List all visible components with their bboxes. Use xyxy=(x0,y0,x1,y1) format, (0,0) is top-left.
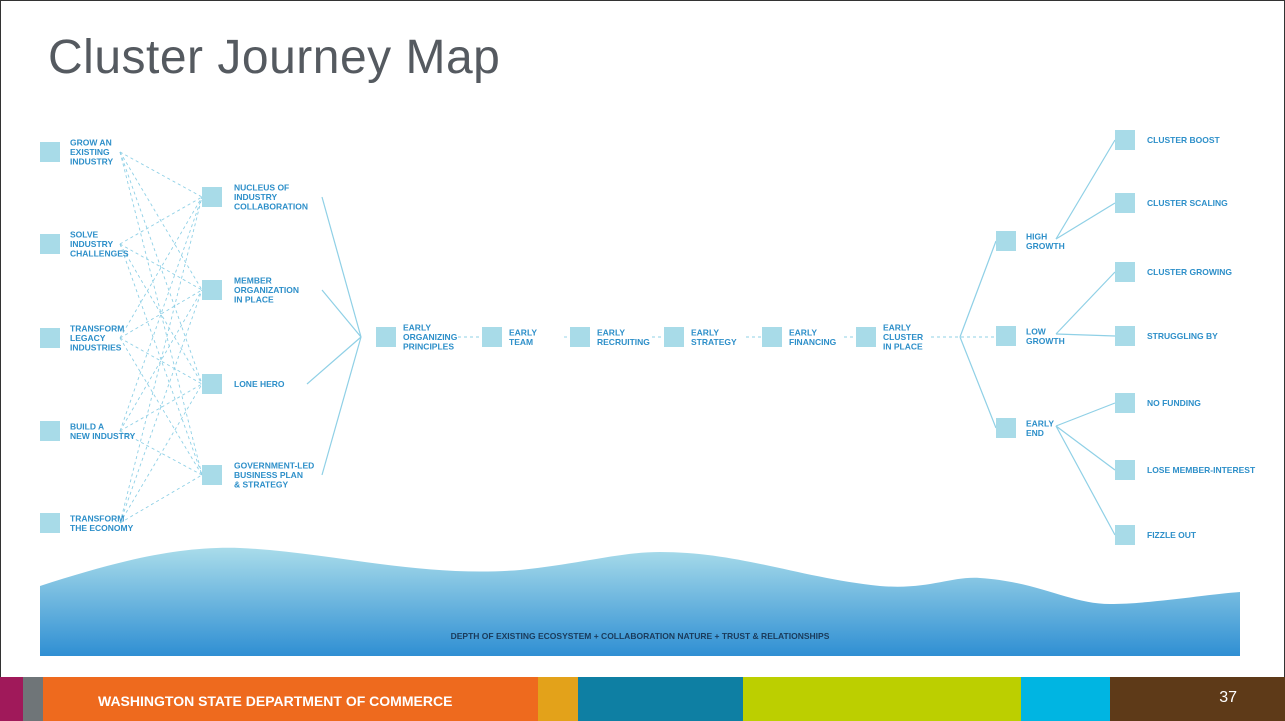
outcome-node-label: CLUSTER BOOST xyxy=(1147,135,1221,145)
edge-origin-to-model xyxy=(119,337,203,385)
growth-node-box xyxy=(996,326,1016,346)
edge-model-to-stage xyxy=(321,289,362,338)
edge-origin-to-model xyxy=(119,289,203,339)
stage-node-box xyxy=(856,327,876,347)
footer-stripe-brown xyxy=(1110,677,1285,721)
footer-org-name: WASHINGTON STATE DEPARTMENT OF COMMERCE xyxy=(98,693,453,709)
edge-origin-to-model xyxy=(119,337,203,476)
growth-node-box xyxy=(996,418,1016,438)
footer-stripe-cyan xyxy=(1021,677,1110,721)
footer-stripe-magenta xyxy=(0,677,23,721)
edge-origin-to-model xyxy=(119,289,203,432)
model-node-label: LONE HERO xyxy=(234,379,285,389)
edge-growth-to-outcome xyxy=(1055,271,1116,335)
stage-node-box xyxy=(376,327,396,347)
water-wave xyxy=(40,547,1240,656)
edge-origin-to-model xyxy=(119,151,203,198)
model-node-box xyxy=(202,465,222,485)
edge-origin-to-model xyxy=(119,383,203,432)
outcome-node-label: NO FUNDING xyxy=(1147,398,1201,408)
model-node-box xyxy=(202,374,222,394)
footer-stripe-lime xyxy=(743,677,1021,721)
footer-stripe-orange xyxy=(43,677,538,721)
edge-junction-to-growth xyxy=(959,240,997,338)
origin-node-box xyxy=(40,142,60,162)
edge-growth-to-outcome xyxy=(1055,425,1116,536)
edge-origin-to-model xyxy=(119,289,203,524)
edge-growth-to-outcome xyxy=(1055,333,1116,337)
edge-model-to-stage xyxy=(306,336,362,385)
stage-node-box xyxy=(482,327,502,347)
growth-node-box xyxy=(996,231,1016,251)
outcome-node-box xyxy=(1115,193,1135,213)
footer-stripe-gray xyxy=(23,677,43,721)
diagram-edges xyxy=(119,139,1116,536)
outcome-node-box xyxy=(1115,525,1135,545)
edge-origin-to-model xyxy=(119,151,203,291)
edge-origin-to-model xyxy=(119,243,203,385)
outcome-node-label: FIZZLE OUT xyxy=(1147,530,1197,540)
edge-origin-to-model xyxy=(119,383,203,524)
stage-node-box xyxy=(762,327,782,347)
origin-node-box xyxy=(40,328,60,348)
edge-growth-to-outcome xyxy=(1055,425,1116,471)
edge-origin-to-model xyxy=(119,151,203,476)
outcome-node-label: CLUSTER SCALING xyxy=(1147,198,1228,208)
model-node-box xyxy=(202,187,222,207)
edge-origin-to-model xyxy=(119,196,203,245)
edge-origin-to-model xyxy=(119,196,203,432)
edge-model-to-stage xyxy=(321,196,362,338)
edge-growth-to-outcome xyxy=(1055,202,1116,240)
edge-origin-to-model xyxy=(119,151,203,385)
outcome-node-label: LOSE MEMBER-INTEREST xyxy=(1147,465,1256,475)
footer-bar: WASHINGTON STATE DEPARTMENT OF COMMERCE … xyxy=(0,677,1285,721)
stage-node-box xyxy=(570,327,590,347)
outcome-node-box xyxy=(1115,130,1135,150)
footer-stripe-teal xyxy=(578,677,743,721)
edge-origin-to-model xyxy=(119,243,203,291)
outcome-node-label: STRUGGLING BY xyxy=(1147,331,1218,341)
origin-node-box xyxy=(40,421,60,441)
edge-growth-to-outcome xyxy=(1055,402,1116,427)
edge-model-to-stage xyxy=(321,336,362,476)
outcome-node-box xyxy=(1115,393,1135,413)
origin-node-box xyxy=(40,234,60,254)
outcome-node-box xyxy=(1115,460,1135,480)
edge-junction-to-growth xyxy=(959,336,997,429)
edge-origin-to-model xyxy=(119,196,203,524)
outcome-node-box xyxy=(1115,262,1135,282)
outcome-node-box xyxy=(1115,326,1135,346)
origin-node-box xyxy=(40,513,60,533)
edge-growth-to-outcome xyxy=(1055,139,1116,240)
page-number: 37 xyxy=(1219,689,1237,706)
ecosystem-water-band: DEPTH OF EXISTING ECOSYSTEM + COLLABORAT… xyxy=(40,547,1240,656)
footer-stripe-gold xyxy=(538,677,578,721)
slide-title: Cluster Journey Map xyxy=(48,31,501,84)
edge-origin-to-model xyxy=(119,474,203,524)
stage-node-box xyxy=(664,327,684,347)
outcome-node-label: CLUSTER GROWING xyxy=(1147,267,1232,277)
ecosystem-label: DEPTH OF EXISTING ECOSYSTEM + COLLABORAT… xyxy=(451,631,830,641)
model-node-box xyxy=(202,280,222,300)
